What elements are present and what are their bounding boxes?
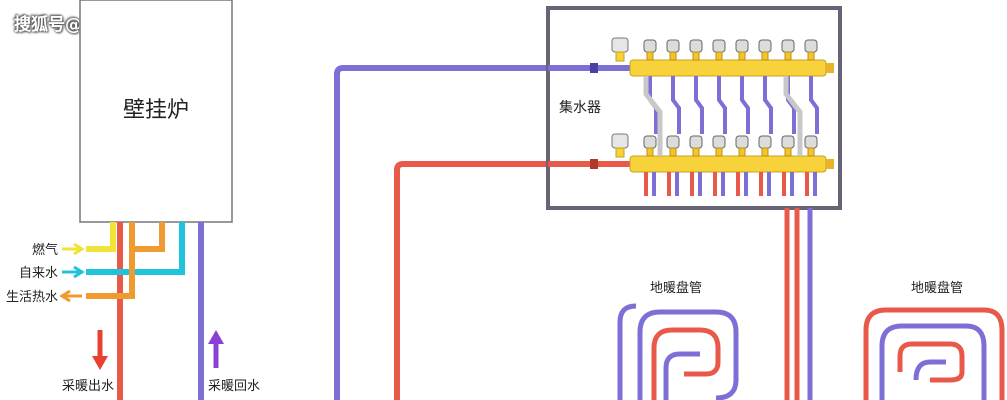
return-branch-pipe bbox=[671, 76, 681, 134]
supply-main-pipe bbox=[394, 161, 548, 400]
distribution-pipes bbox=[334, 65, 548, 400]
return-valve-stem bbox=[738, 51, 746, 61]
return-branch-pipe bbox=[809, 76, 819, 134]
supply-valve-icon bbox=[689, 135, 703, 149]
return-valve-icon bbox=[712, 39, 726, 53]
supply-valve-stem bbox=[692, 147, 700, 157]
supply-valve-stem bbox=[807, 147, 815, 157]
supply-valve-icon bbox=[735, 135, 749, 149]
heating-return-label: 采暖回水 bbox=[208, 379, 260, 394]
supply-valve-icon bbox=[643, 135, 657, 149]
loop-valves bbox=[643, 39, 819, 196]
heating-supply-label: 采暖出水 bbox=[62, 379, 114, 394]
supply-valve-stem bbox=[669, 147, 677, 157]
manifold-bracket bbox=[783, 76, 803, 156]
supply-valve-icon bbox=[712, 135, 726, 149]
return-valve-icon bbox=[643, 39, 657, 53]
supply-valve-icon bbox=[804, 135, 818, 149]
tap-water-pipe bbox=[86, 222, 185, 275]
return-valve-stem bbox=[692, 51, 700, 61]
left-coil-label: 地暖盘管 bbox=[650, 280, 702, 296]
left-floor-coil bbox=[617, 303, 739, 400]
boiler-box bbox=[79, 0, 233, 223]
return-branch-pipe bbox=[740, 76, 750, 134]
supply-valve-icon bbox=[781, 135, 795, 149]
return-valve-stem bbox=[646, 51, 654, 61]
manifold-riser-pipes bbox=[784, 208, 813, 400]
return-manifold-bar bbox=[629, 59, 827, 77]
end-valve-icons bbox=[611, 37, 629, 158]
gas-arrow-icon bbox=[62, 242, 85, 256]
right-floor-coil bbox=[863, 307, 1005, 400]
tap-water-label: 自来水 bbox=[19, 266, 58, 281]
return-valve-icon bbox=[735, 39, 749, 53]
tap-arrow-icon bbox=[62, 265, 85, 279]
return-valve-stem bbox=[784, 51, 792, 61]
supply-valve-stem bbox=[738, 147, 746, 157]
supply-valve-stem bbox=[761, 147, 769, 157]
return-valve-icon bbox=[689, 39, 703, 53]
return-valve-icon bbox=[758, 39, 772, 53]
right-coil-label: 地暖盘管 bbox=[911, 280, 963, 296]
return-valve-icon bbox=[781, 39, 795, 53]
manifold-label: 集水器 bbox=[559, 99, 601, 116]
return-branch-pipe bbox=[717, 76, 727, 134]
hot-water-pipe-2 bbox=[132, 222, 165, 252]
manifold-bracket bbox=[643, 76, 663, 156]
gas-label: 燃气 bbox=[32, 242, 58, 258]
supply-manifold-bar bbox=[629, 155, 827, 173]
input-arrows bbox=[59, 242, 85, 303]
supply-valve-icon bbox=[666, 135, 680, 149]
hot-water-arrow-icon bbox=[59, 289, 82, 303]
supply-valve-stem bbox=[646, 147, 654, 157]
hot-water-pipe bbox=[86, 222, 135, 299]
supply-valve-stem bbox=[715, 147, 723, 157]
return-valve-stem bbox=[761, 51, 769, 61]
return-branch-pipe bbox=[694, 76, 704, 134]
supply-valve-stem bbox=[784, 147, 792, 157]
return-valve-icon bbox=[804, 39, 818, 53]
return-valve-stem bbox=[669, 51, 677, 61]
return-branch-pipe bbox=[763, 76, 773, 134]
boiler-pipes bbox=[86, 222, 204, 400]
flow-arrows bbox=[92, 330, 224, 370]
domestic-hot-water-label: 生活热水 bbox=[6, 290, 58, 305]
return-valve-stem bbox=[715, 51, 723, 61]
return-main-pipe bbox=[334, 65, 548, 400]
boiler-label: 壁挂炉 bbox=[123, 98, 189, 123]
supply-valve-icon bbox=[758, 135, 772, 149]
return-valve-stem bbox=[807, 51, 815, 61]
return-valve-icon bbox=[666, 39, 680, 53]
gas-pipe bbox=[86, 222, 116, 252]
